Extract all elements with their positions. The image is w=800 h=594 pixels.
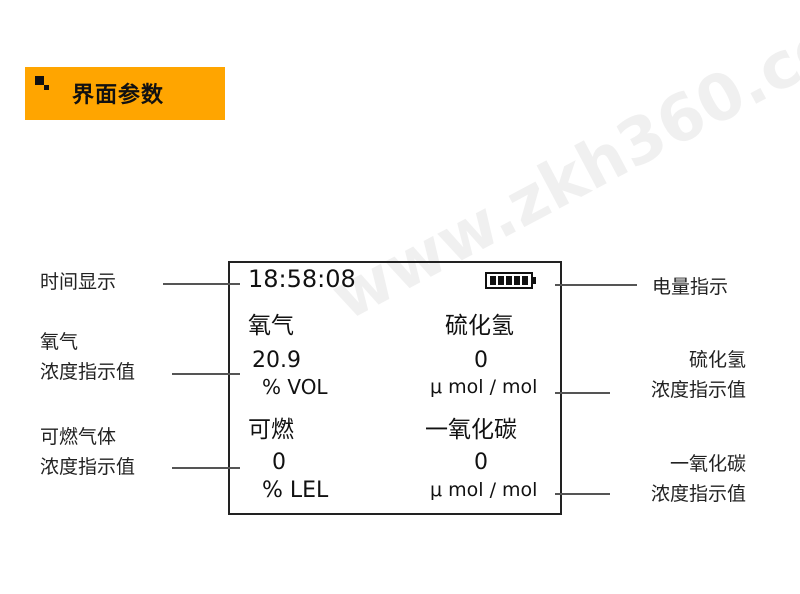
callout-battery: 电量指示: [652, 276, 729, 298]
callout-o2-line1: 氧气: [40, 331, 79, 353]
h2s-value: 0: [474, 348, 488, 373]
h2s-unit: μ mol / mol: [430, 376, 538, 398]
bullet-square-icon: [35, 76, 44, 85]
co-unit: μ mol / mol: [430, 479, 538, 501]
section-header-bar: [25, 67, 225, 120]
co-name: 一氧化碳: [425, 417, 517, 443]
callout-lel-line1: 可燃气体: [40, 426, 117, 448]
device-screen: [228, 261, 562, 515]
callout-time: 时间显示: [40, 271, 117, 293]
leader-line-battery: [555, 284, 637, 286]
battery-full-icon: [485, 272, 536, 289]
leader-line-time: [163, 283, 240, 285]
leader-line-o2: [172, 373, 240, 375]
leader-line-lel: [172, 467, 240, 469]
callout-co-line1: 一氧化碳: [669, 453, 746, 475]
lel-value: 0: [272, 450, 286, 475]
callout-lel-line2: 浓度指示值: [40, 456, 136, 478]
callout-o2-line2: 浓度指示值: [40, 361, 136, 383]
co-value: 0: [474, 450, 488, 475]
callout-co-line2: 浓度指示值: [650, 483, 746, 505]
lel-unit: % LEL: [262, 478, 329, 503]
bullet-square-small-icon: [44, 85, 49, 90]
callout-h2s-line2: 浓度指示值: [650, 379, 746, 401]
leader-line-co: [555, 493, 610, 495]
section-title: 界面参数: [72, 83, 165, 108]
screen-time: 18:58:08: [248, 265, 356, 293]
lel-name: 可燃: [248, 417, 294, 443]
leader-line-h2s: [555, 392, 610, 394]
o2-name: 氧气: [248, 313, 294, 339]
o2-unit: % VOL: [262, 375, 328, 399]
callout-h2s-line1: 硫化氢: [688, 349, 746, 371]
o2-value: 20.9: [252, 348, 301, 373]
h2s-name: 硫化氢: [445, 313, 514, 339]
